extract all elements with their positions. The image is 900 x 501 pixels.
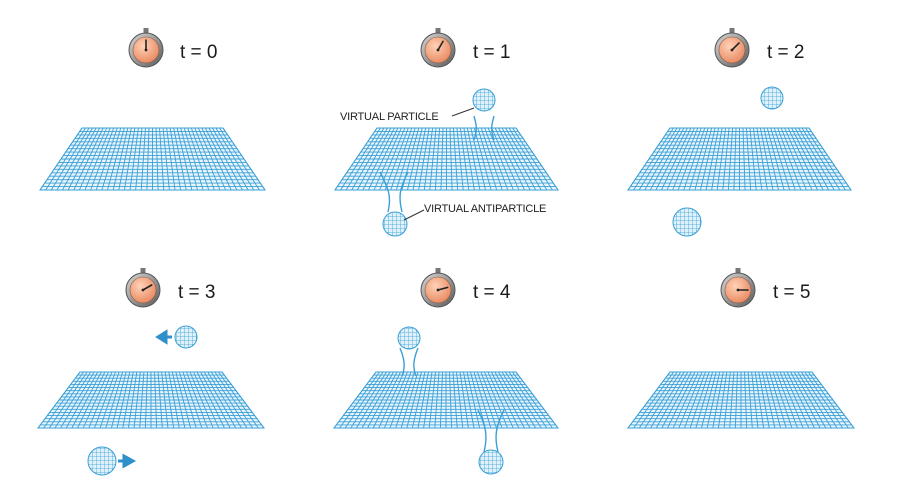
spacetime-grid xyxy=(627,127,852,191)
panel-t1: t = 1 VIRTUAL PARTICLE VIRTUAL ANTIPARTI… xyxy=(334,28,559,237)
panel-t2: t = 2 xyxy=(627,28,852,237)
time-label: t = 1 xyxy=(473,42,511,63)
stopwatch-icon xyxy=(128,28,164,68)
stopwatch-icon xyxy=(125,268,161,308)
spacetime-grid xyxy=(39,127,266,191)
virtual-antiparticle-label: VIRTUAL ANTIPARTICLE xyxy=(424,203,546,215)
time-label: t = 2 xyxy=(767,42,805,63)
callout-line xyxy=(403,209,425,221)
spacetime-grid xyxy=(627,371,855,429)
arrow-right-icon xyxy=(118,453,137,469)
virtual-particle-label: VIRTUAL PARTICLE xyxy=(340,111,438,123)
panel-t0: t = 0 xyxy=(39,28,266,191)
panel-t4: t = 4 xyxy=(333,268,559,475)
panel-t3: t = 3 xyxy=(37,268,265,476)
time-label: t = 4 xyxy=(473,282,511,303)
virtual-antiparticle xyxy=(477,409,505,475)
spacetime-grid xyxy=(334,127,559,191)
time-label: t = 0 xyxy=(180,42,218,63)
spacetime-grid xyxy=(37,371,265,429)
virtual-particle xyxy=(472,88,496,141)
time-label: t = 5 xyxy=(773,282,811,303)
virtual-particle xyxy=(760,86,784,110)
time-label: t = 3 xyxy=(178,282,216,303)
spacetime-grid xyxy=(333,371,559,429)
virtual-particle xyxy=(397,326,421,377)
virtual-antiparticle xyxy=(379,171,409,237)
stopwatch-icon xyxy=(714,28,750,68)
virtual-antiparticle xyxy=(672,207,702,237)
callout-line xyxy=(451,107,475,117)
panel-t5: t = 5 xyxy=(627,268,855,429)
stopwatch-icon xyxy=(420,28,456,68)
virtual-antiparticle xyxy=(87,446,117,476)
stopwatch-icon xyxy=(720,268,756,308)
stopwatch-icon xyxy=(420,268,456,308)
virtual-particle xyxy=(174,325,198,349)
arrow-left-icon xyxy=(155,329,172,345)
